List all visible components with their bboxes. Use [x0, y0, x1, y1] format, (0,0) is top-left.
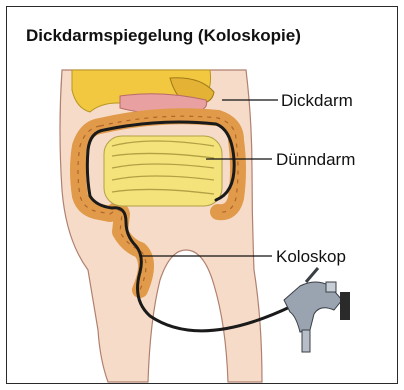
koloskop-handpiece: [284, 268, 350, 352]
label-dickdarm: Dickdarm: [281, 91, 353, 111]
label-duenndarm: Dünndarm: [276, 150, 355, 170]
label-koloskop: Koloskop: [276, 247, 346, 267]
small-intestine: [104, 136, 222, 206]
